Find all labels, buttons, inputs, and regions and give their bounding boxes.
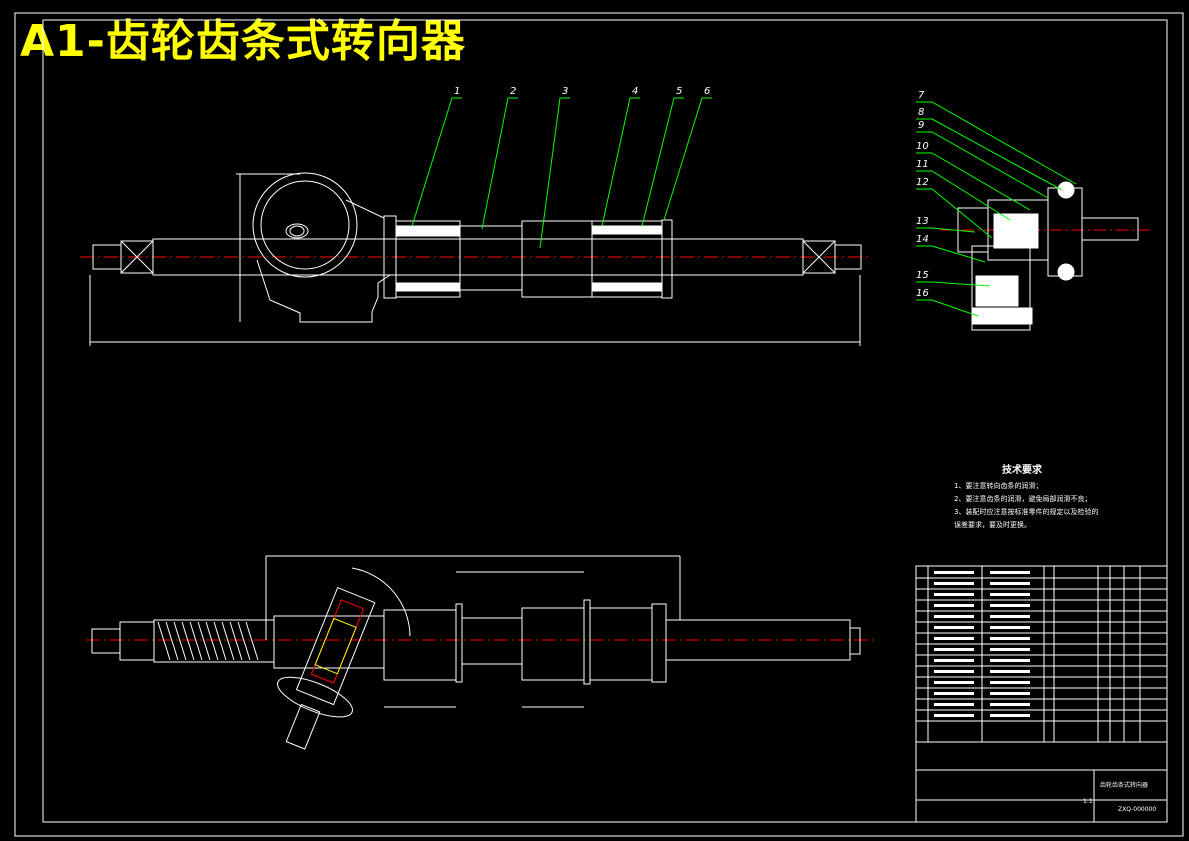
top-view-assembly (80, 172, 872, 346)
callout-16: 16 (916, 288, 929, 299)
technical-requirement-line: 误差要求，要及时更换。 (954, 521, 1031, 529)
right-leader-lines (916, 101, 1077, 317)
callout-10: 10 (916, 141, 929, 152)
parts-list-table (915, 565, 1168, 823)
technical-requirement-line: 1、要注意转向齿条的润滑； (954, 482, 1043, 490)
top-leader-lines (411, 97, 712, 249)
technical-requirement-line: 3、装配时应注意按标准零件的规定以及检验的 (954, 508, 1099, 516)
parts-list-cell-marks (934, 571, 1030, 717)
callout-1: 1 (454, 86, 461, 97)
right-section-view (940, 181, 1152, 331)
drawing-title: A1-齿轮齿条式转向器 (20, 16, 466, 67)
callout-5: 5 (676, 86, 683, 97)
callout-11: 11 (916, 159, 929, 170)
callout-2: 2 (510, 86, 517, 97)
technical-requirements: 技术要求 1、要注意转向齿条的润滑； 2、要注意齿条的润滑，避免局部润滑不良； … (954, 464, 1098, 532)
title-block-drawing-no: ZXQ-000000 (1118, 806, 1157, 813)
callout-7: 7 (918, 90, 925, 101)
callout-13: 13 (916, 216, 929, 227)
callout-4: 4 (632, 86, 639, 97)
callout-6: 6 (704, 86, 711, 97)
callout-15: 15 (916, 270, 929, 281)
bottom-view-assembly (86, 555, 878, 750)
outer-border (14, 12, 1184, 837)
technical-requirements-heading: 技术要求 (1002, 465, 1042, 476)
technical-requirement-line: 2、要注意齿条的润滑，避免局部润滑不良； (954, 495, 1092, 503)
callout-12: 12 (916, 177, 929, 188)
inner-border (42, 19, 1168, 823)
title-block-scale: 1:1 (1083, 798, 1093, 805)
callout-8: 8 (918, 107, 925, 118)
callout-9: 9 (918, 120, 925, 131)
callout-3: 3 (562, 86, 569, 97)
callout-14: 14 (916, 234, 929, 245)
title-block-drawing-name: 齿轮齿条式转向器 (1100, 782, 1149, 789)
